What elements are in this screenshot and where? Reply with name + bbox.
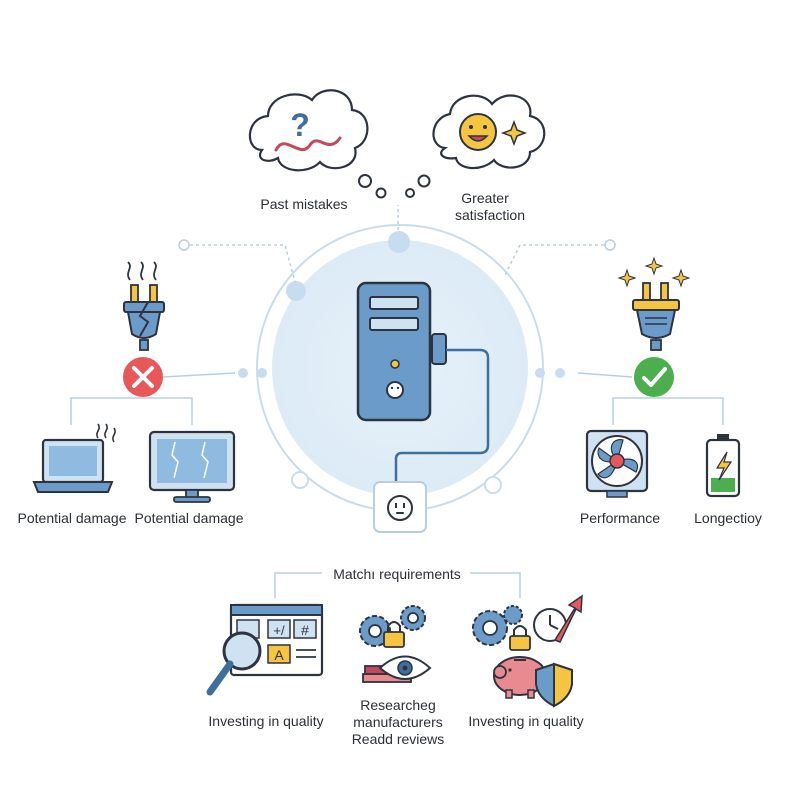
sparkle-icon <box>671 268 691 288</box>
thought-dot <box>358 174 372 188</box>
sparkle-icon <box>617 268 637 288</box>
growth-arrow-icon <box>553 594 583 643</box>
label-performance: Performance <box>579 510 661 526</box>
error-x-icon <box>123 357 163 397</box>
quality-investment-icon <box>472 594 583 708</box>
hashtag-icon: # <box>301 622 309 638</box>
connector-dot-top-right <box>604 239 616 251</box>
orbit-node-right-mid <box>535 368 545 378</box>
letter-a-icon: A <box>274 647 284 663</box>
question-mark-icon: ? <box>290 107 310 143</box>
sparkle-icon <box>500 119 528 147</box>
padlock-icon <box>509 625 531 651</box>
research-gears-icon <box>359 605 432 683</box>
shield-icon <box>535 662 573 708</box>
power-cable <box>394 348 490 482</box>
thought-dot <box>405 188 415 198</box>
connector-dot-right <box>555 368 565 378</box>
padlock-icon <box>383 621 405 648</box>
sparkle-icon <box>644 256 664 276</box>
thought-dot <box>417 174 431 188</box>
label-greater-satisfaction-line1: Greater <box>461 190 509 206</box>
label-laptop-potential-damage: Potential damage <box>17 510 127 526</box>
working-plug-icon <box>617 256 691 351</box>
search-document-icon: +/ # A <box>206 603 324 696</box>
orbit-node-top <box>388 231 410 253</box>
connector-dot-top-left <box>178 239 190 251</box>
wall-outlet-icon <box>373 481 427 533</box>
label-researching-line2: manufacturers <box>353 714 443 730</box>
monitor-icon <box>148 430 236 503</box>
computer-tower-icon <box>356 281 447 422</box>
label-match-requirements: Matchı requirements <box>333 566 461 582</box>
battery-icon <box>705 434 741 498</box>
broken-plug-icon <box>123 261 165 351</box>
cooling-fan-icon <box>585 429 649 498</box>
piggy-bank-icon <box>493 656 547 699</box>
connector-dot-left <box>238 368 248 378</box>
label-investing-in-quality-left: Investing in quality <box>208 713 324 729</box>
orbit-node-left-lower <box>291 471 309 489</box>
connector-lines <box>70 205 724 598</box>
plus-minus-icon: +/ <box>273 623 285 638</box>
magnifier-icon <box>222 631 262 671</box>
eye-icon <box>378 655 432 680</box>
thought-bubble-left: ? <box>248 89 387 199</box>
thought-bubble-right <box>405 94 546 198</box>
label-longevity: Longectioy <box>694 510 762 526</box>
label-monitor-potential-damage: Potential damage <box>134 510 244 526</box>
label-researching-line1: Researcheg <box>360 697 436 713</box>
label-researching-line3: Readd reviews <box>351 731 445 747</box>
thought-dot <box>375 187 387 199</box>
squiggle-icon <box>274 136 342 152</box>
label-past-mistakes: Past mistakes <box>260 196 348 212</box>
orbit-node-left-upper <box>286 281 306 301</box>
laptop-icon <box>32 423 116 493</box>
success-check-icon <box>634 357 674 397</box>
clock-icon <box>533 608 567 642</box>
label-greater-satisfaction-line2: satisfaction <box>454 207 526 223</box>
orbit-node-right-lower <box>484 476 502 494</box>
label-investing-in-quality-right: Investing in quality <box>468 713 584 729</box>
smiley-face-icon <box>459 113 497 151</box>
orbit-node-left-mid <box>257 368 267 378</box>
